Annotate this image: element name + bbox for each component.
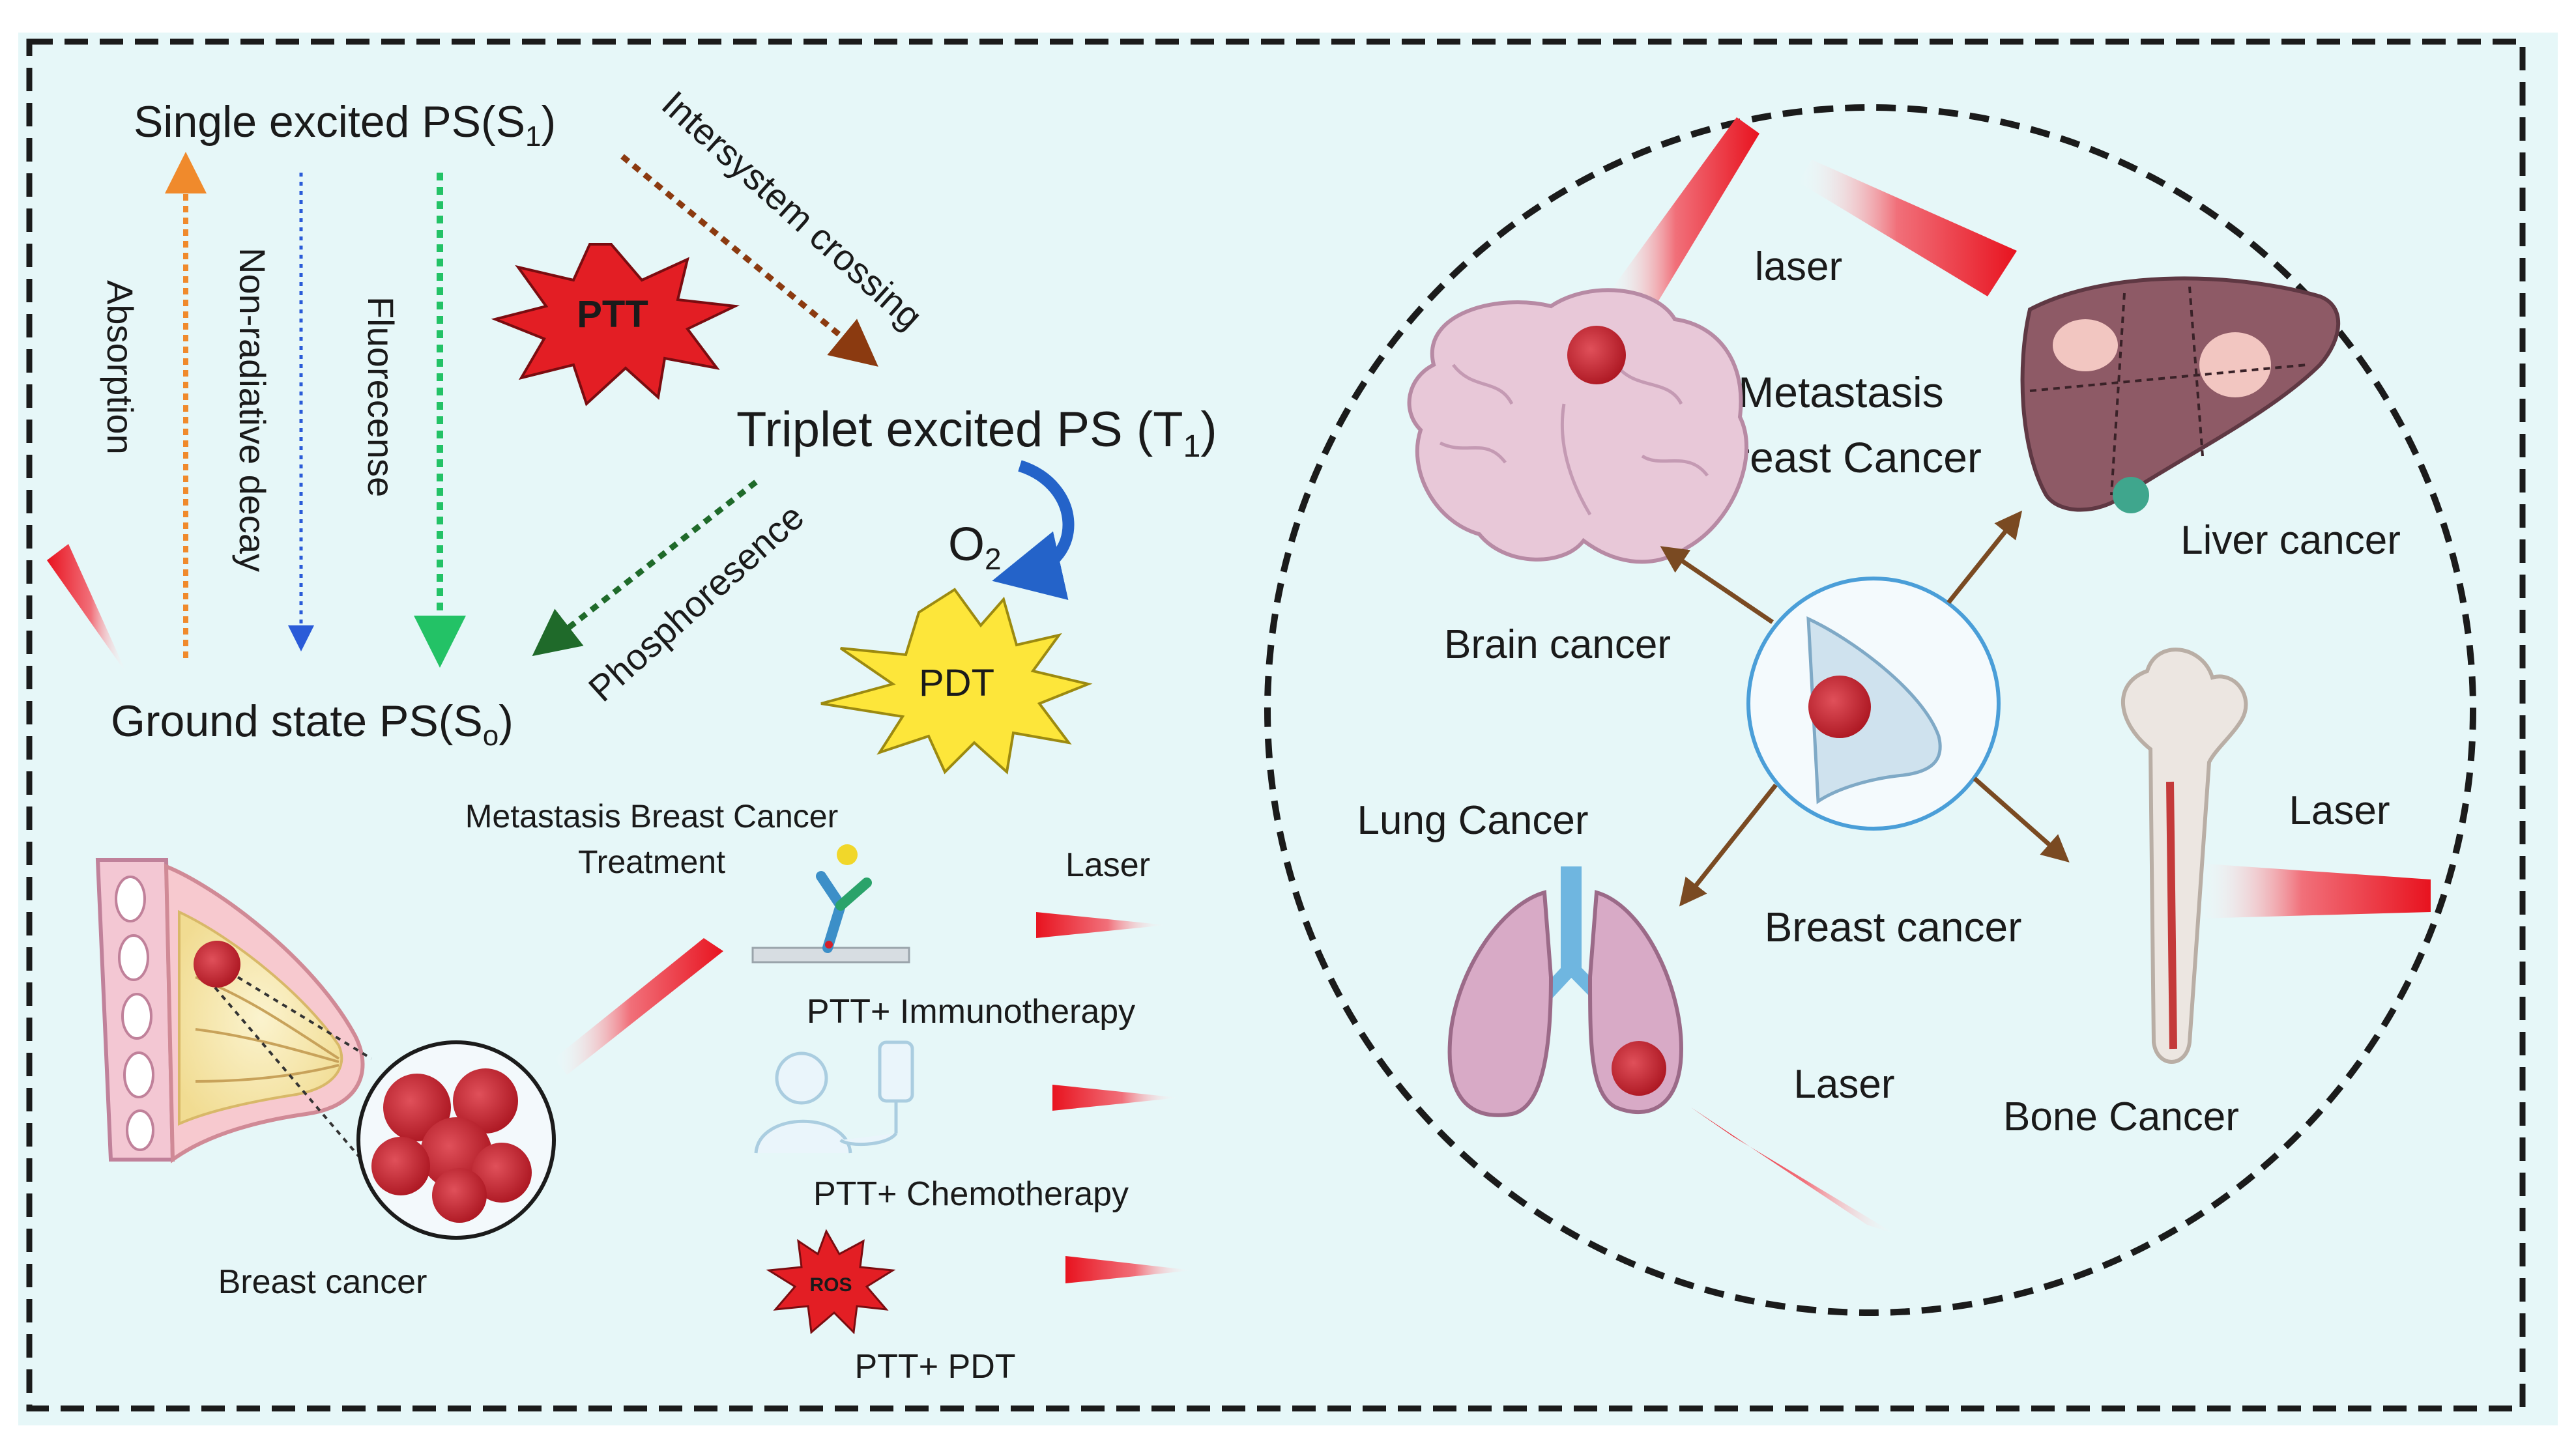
- ptt-immunotherapy-label: PTT+ Immunotherapy: [807, 993, 1135, 1031]
- breast-cancer-label-center: Breast cancer: [1765, 904, 2022, 950]
- non-radiative-decay-label: Non-radiative decay: [232, 248, 273, 572]
- ros-burst-icon: [766, 1229, 896, 1335]
- lung-tumor: [1612, 1041, 1666, 1096]
- laser-beam-brain: [1606, 117, 1759, 322]
- s1-label: Single excited PS(S1): [134, 97, 556, 152]
- laser-label-treatment: Laser: [1065, 846, 1150, 884]
- bone-cancer-label: Bone Cancer: [2003, 1094, 2239, 1139]
- laser-label-top: laser: [1755, 244, 1842, 289]
- treatment-panel: Breast cancer Metastasis Breast Cancer T…: [95, 798, 1193, 1386]
- laser-beam-left: [47, 544, 127, 674]
- antibody-icon: [751, 844, 910, 964]
- metastasis-title-line2: Breast Cancer: [1707, 433, 1982, 481]
- laser-beam-pdt: [1065, 1256, 1193, 1283]
- laser-beam-bone: [2196, 863, 2431, 919]
- metastasis-title-line1: Metastasis: [1738, 368, 1943, 416]
- s0-label: Ground state PS(So): [111, 696, 514, 752]
- arrow-to-lung: [1679, 783, 1778, 907]
- ptt-pdt-label: PTT+ PDT: [854, 1348, 1015, 1386]
- breast-cancer-label-left: Breast cancer: [218, 1263, 427, 1301]
- laser-label-lung: Laser: [1793, 1062, 1894, 1107]
- lung-illustration: [1447, 866, 1684, 1117]
- fluorescence-label: Fluorecense: [360, 296, 401, 497]
- breast-center-illustration: [1746, 577, 2001, 831]
- metastasis-dashed-circle: [1264, 104, 2476, 1316]
- pdt-star-label: PDT: [919, 662, 994, 704]
- ptt-star: [491, 243, 740, 407]
- laser-label-bone: Laser: [2289, 788, 2390, 833]
- absorption-label: Absorption: [100, 280, 141, 455]
- metastasis-panel: laser Metastasis Breast Cancer Brain can…: [1264, 104, 2476, 1316]
- brain-illustration: [1407, 288, 1748, 564]
- breast-tumor: [194, 941, 240, 988]
- treatment-title-line2: Treatment: [578, 844, 725, 880]
- laser-beam-immuno: [1036, 912, 1166, 938]
- laser-beam-chemo: [1052, 1085, 1179, 1111]
- chemotherapy-icon: [754, 1040, 914, 1154]
- bone-illustration: [2121, 648, 2248, 1064]
- magnified-tumor: [356, 1040, 556, 1240]
- phosphorescence-arrow: [532, 479, 758, 657]
- brain-cancer-label: Brain cancer: [1444, 622, 1671, 667]
- outer-dashed-border: [26, 38, 2526, 1412]
- pdt-star: [820, 588, 1093, 775]
- breast-illustration: [95, 858, 418, 1226]
- o2-label: O2: [948, 519, 1002, 576]
- lung-cancer-label: Lung Cancer: [1357, 798, 1588, 843]
- breast-center-tumor: [1808, 676, 1871, 738]
- brain-tumor: [1567, 326, 1626, 384]
- o2-curved-arrow: [992, 460, 1075, 600]
- ptt-chemotherapy-label: PTT+ Chemotherapy: [813, 1175, 1129, 1213]
- liver-illustration: [2020, 276, 2341, 513]
- laser-beam-tumor: [554, 938, 723, 1075]
- arrow-to-liver: [1946, 510, 2023, 605]
- arrow-to-brain: [1660, 546, 1774, 624]
- laser-beam-liver: [1799, 160, 2017, 296]
- ros-label: ROS: [809, 1274, 852, 1296]
- t1-label: Triplet excited PS (T1): [736, 402, 1217, 464]
- treatment-title-line1: Metastasis Breast Cancer: [465, 798, 838, 835]
- ptt-star-label: PTT: [577, 293, 648, 335]
- arrow-to-bone: [1973, 777, 2070, 863]
- liver-cancer-label: Liver cancer: [2180, 518, 2401, 563]
